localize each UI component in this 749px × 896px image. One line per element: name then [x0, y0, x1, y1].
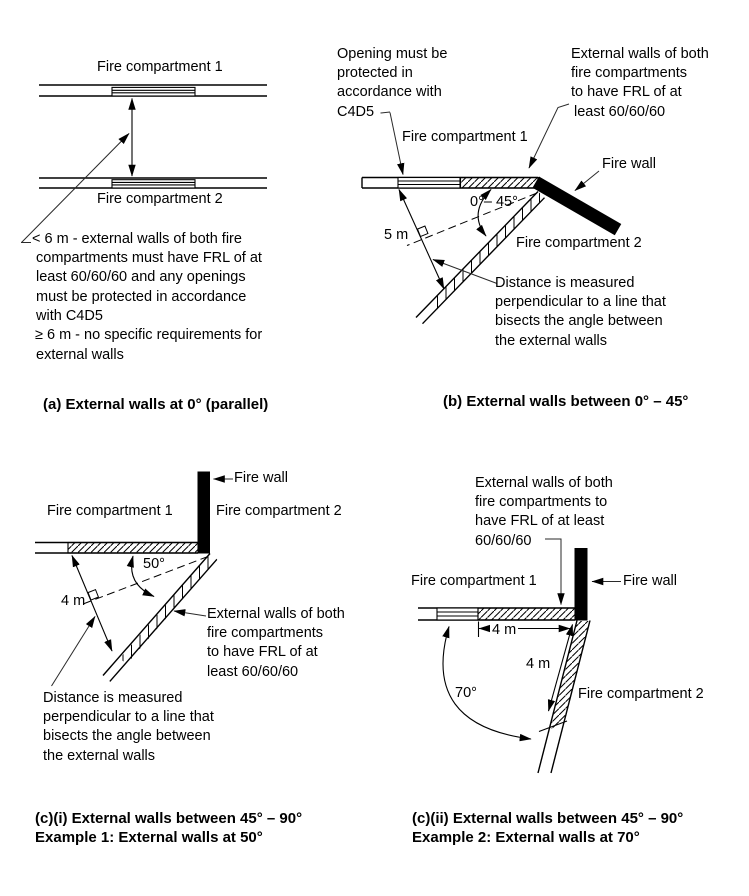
- panel-cii-linework: [418, 538, 621, 774]
- note-line: fire compartments: [571, 64, 688, 81]
- label-fire-wall: Fire wall: [602, 156, 656, 172]
- note-line: Opening must be: [337, 45, 448, 62]
- note-line: perpendicular to a line that: [43, 708, 214, 725]
- angle-arc: [442, 625, 532, 742]
- note-line: least 60/60/60: [207, 663, 299, 680]
- note-distance-requirements: < 6 m - external walls of both fire comp…: [32, 230, 263, 365]
- note-line: least 60/60/60: [574, 103, 666, 120]
- frl-note-leader: [528, 103, 570, 169]
- note-line: protected in: [337, 64, 413, 81]
- caption-line-1: (c)(i) External walls between 45° – 90°: [35, 809, 303, 827]
- opening-symbol-1: [111, 86, 196, 97]
- label-angle-50: 50°: [143, 555, 165, 572]
- opening-symbol: [436, 607, 479, 621]
- fire-wall-bar: [197, 471, 210, 554]
- label-fire-compartment-2: Fire compartment 2: [216, 503, 342, 519]
- opening-note-leader: [380, 111, 405, 176]
- note-distance-measured: Distance is measured perpendicular to a …: [495, 274, 666, 351]
- label-fire-compartment-1: Fire compartment 1: [411, 572, 537, 589]
- caption-panel-ci: (c)(i) External walls between 45° – 90° …: [35, 809, 302, 848]
- note-leader-line: [21, 133, 130, 243]
- label-fire-compartment-1: Fire compartment 1: [97, 59, 223, 75]
- note-line: least 60/60/60 and any openings: [36, 269, 246, 286]
- wall-dimension-arrow: [547, 623, 574, 712]
- caption-panel-cii: (c)(ii) External walls between 45° – 90°…: [412, 809, 683, 848]
- note-frl-requirement: External walls of both fire compartments…: [571, 45, 709, 122]
- note-line: External walls of both: [207, 605, 345, 622]
- note-line: fire compartments: [207, 624, 324, 641]
- note-line: 60/60/60: [475, 532, 532, 549]
- angled-wall-band: [102, 553, 218, 682]
- note-line: to have FRL of at: [571, 84, 682, 101]
- frl-note-leader: [173, 609, 207, 617]
- caption-panel-b: (b) External walls between 0° – 45°: [443, 392, 689, 410]
- angle-arc: [126, 555, 155, 598]
- caption-line-2: Example 1: External walls at 50°: [35, 828, 263, 846]
- note-line: External walls of both: [571, 45, 709, 62]
- perpendicular-square-marker: [416, 225, 429, 238]
- note-frl-requirement: External walls of both fire compartments…: [207, 605, 345, 682]
- label-fire-compartment-1: Fire compartment 1: [47, 503, 173, 519]
- frl-wall-hatched: [67, 541, 199, 554]
- label-fire-compartment-2: Fire compartment 2: [578, 686, 704, 702]
- perpendicular-square-marker: [87, 588, 100, 601]
- note-line: have FRL of at least: [475, 513, 605, 530]
- frl-wall-hatched: [459, 176, 539, 189]
- note-line: must be protected in accordance: [36, 288, 247, 305]
- fire-wall-leader: [574, 170, 600, 191]
- opening-symbol-2: [111, 179, 196, 189]
- distance-note-leader: [51, 615, 96, 687]
- caption-line-2: Example 2: External walls at 70°: [412, 828, 640, 846]
- note-line: bisects the angle between: [495, 313, 663, 330]
- label-fire-compartment-2: Fire compartment 2: [516, 234, 642, 251]
- label-angle-70: 70°: [455, 684, 477, 701]
- label-dimension-4m-horizontal: 4 m: [490, 620, 519, 640]
- note-line: External walls of both: [475, 474, 613, 491]
- note-distance-measured: Distance is measured perpendicular to a …: [43, 689, 214, 766]
- note-line: the external walls: [43, 747, 156, 764]
- label-dimension-4m-wall: 4 m: [526, 656, 551, 672]
- fire-wall-bar: [532, 176, 622, 236]
- caption-panel-a: (a) External walls at 0° (parallel): [43, 395, 269, 413]
- note-opening-protected: Opening must be protected in accordance …: [337, 45, 447, 122]
- note-line: ≥ 6 m - no specific requirements for: [35, 327, 263, 344]
- label-angle-range: 0°– 45°: [470, 193, 518, 210]
- label-fire-compartment-1: Fire compartment 1: [402, 129, 528, 145]
- label-fire-wall: Fire wall: [234, 469, 288, 486]
- frl-note-leader: [545, 538, 565, 606]
- note-line: accordance with: [337, 84, 442, 101]
- note-line: with C4D5: [36, 307, 103, 324]
- note-line: Distance is measured: [495, 274, 635, 291]
- distance-dimension-arrow: [398, 188, 445, 290]
- frl-wall-hatched: [477, 607, 576, 621]
- label-fire-wall: Fire wall: [623, 572, 677, 589]
- panel-ci-linework: [35, 471, 233, 687]
- panel-b-linework: [361, 103, 622, 325]
- note-line: bisects the angle between: [43, 728, 211, 745]
- note-line: fire compartments to: [475, 493, 608, 510]
- distance-note-leader: [432, 259, 498, 284]
- note-line: compartments must have FRL of at: [36, 249, 262, 266]
- note-line: the external walls: [495, 332, 608, 349]
- caption-line-1: (c)(ii) External walls between 45° – 90°: [412, 809, 684, 827]
- label-distance-4m: 4 m: [61, 592, 86, 609]
- angle-arc: [476, 188, 492, 237]
- note-line: perpendicular to a line that: [495, 293, 666, 310]
- opening-symbol: [397, 176, 461, 189]
- note-line: C4D5: [337, 103, 375, 120]
- label-fire-compartment-2: Fire compartment 2: [97, 190, 223, 207]
- fire-wall-bar: [574, 548, 588, 621]
- note-line: to have FRL of at: [207, 644, 318, 661]
- note-frl-requirement: External walls of both fire compartments…: [475, 474, 613, 551]
- note-line: external walls: [36, 346, 124, 363]
- note-line: < 6 m - external walls of both fire: [32, 230, 242, 247]
- label-distance-5m: 5 m: [384, 227, 409, 243]
- distance-dimension-arrow: [71, 554, 113, 652]
- note-line: Distance is measured: [43, 689, 183, 706]
- panel-a-linework: [21, 84, 267, 243]
- angled-wall-band: [415, 191, 546, 325]
